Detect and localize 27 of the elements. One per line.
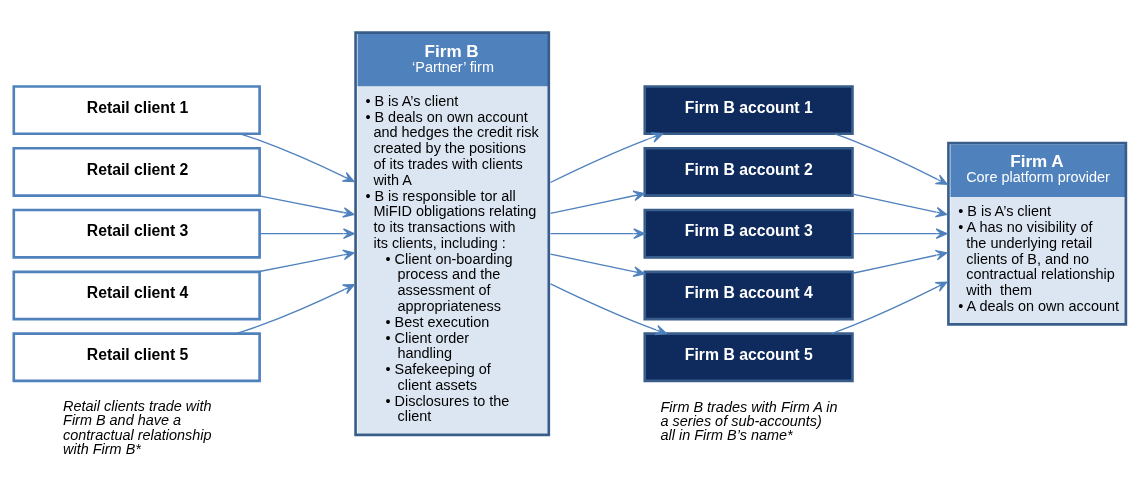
label: Retail clients trade with Firm B and have a contractual relationship with Firm B* (63, 397, 212, 458)
node-box: Retail client 5 (12, 332, 261, 383)
node-box: Firm B account 3 (643, 208, 854, 259)
arrow (549, 253, 645, 277)
arrow (257, 194, 355, 218)
arrow (830, 281, 948, 335)
label: Firm B trades with Firm A in a series of sub-accounts) all in Firm B’s name* (660, 398, 838, 444)
arrow (852, 193, 948, 218)
arrow (549, 228, 645, 240)
arrow (549, 190, 645, 214)
node-box: Firm B account 5 (643, 332, 854, 383)
arrow (239, 133, 355, 183)
node-box: Retail client 3 (12, 208, 261, 259)
node-box: Retail client 1 (12, 85, 261, 136)
arrow (834, 133, 948, 185)
arrow (852, 249, 948, 274)
arrow (257, 249, 355, 273)
node-box: Firm B account 2 (643, 146, 854, 197)
arrow (549, 283, 667, 336)
node-box: Firm B account 4 (643, 270, 854, 321)
arrow (852, 228, 948, 240)
node-box: Retail client 2 (12, 146, 261, 197)
node-box: Firm B account 1 (643, 85, 854, 136)
arrow (259, 228, 355, 240)
arrow (235, 284, 355, 335)
node-box: Retail client 4 (12, 270, 261, 321)
arrow (549, 132, 664, 184)
